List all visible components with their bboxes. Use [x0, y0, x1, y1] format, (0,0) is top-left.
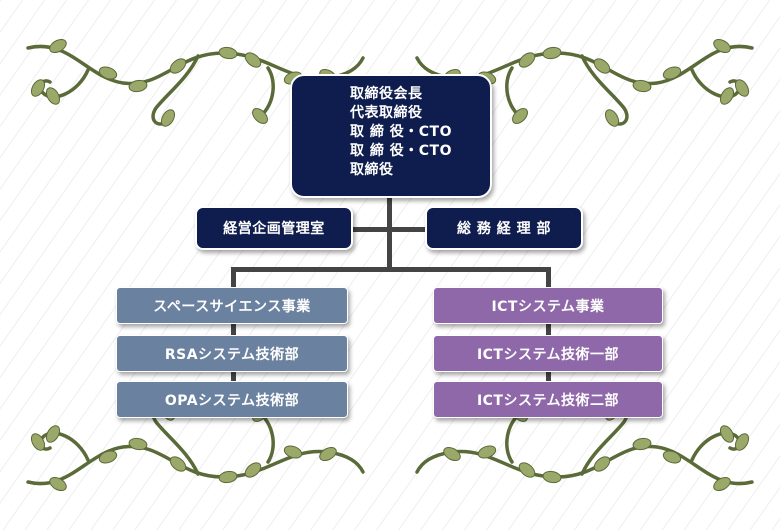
department-label: RSAシステム技術部: [164, 346, 300, 363]
leaf-icon: [719, 425, 735, 443]
leaf-icon: [662, 66, 682, 80]
connector-right-drop: [546, 267, 551, 289]
connector-bus: [231, 267, 551, 272]
leaf-icon: [160, 109, 176, 127]
vine-cluster: [26, 38, 365, 127]
department-box: RSAシステム技術部: [116, 335, 348, 372]
leaf-icon: [518, 52, 536, 68]
leaf-icon: [218, 470, 238, 484]
leaf-icon: [49, 38, 67, 54]
department-label: ICTシステム技術二部: [476, 392, 620, 409]
department-label: ICTシステム技術一部: [476, 346, 620, 363]
leaf-icon: [49, 476, 67, 492]
staff-box-general-affairs: 総 務 経 理 部: [425, 206, 583, 250]
department-box: OPAシステム技術部: [116, 381, 348, 418]
connector-left-drop: [231, 267, 236, 289]
leaf-icon: [713, 476, 731, 492]
staff-label: 経営企画管理室: [223, 221, 325, 237]
leaf-icon: [593, 58, 611, 74]
executive-line: 取締役会長: [350, 86, 423, 102]
leaf-icon: [734, 79, 750, 97]
leaf-icon: [518, 462, 536, 478]
leaf-icon: [218, 46, 238, 60]
leaf-icon: [632, 79, 652, 93]
leaf-icon: [632, 437, 652, 451]
leaf-icon: [542, 46, 562, 60]
leaf-icon: [734, 433, 750, 451]
leaf-icon: [662, 450, 682, 464]
division-head-ict-systems: ICTシステム事業: [433, 287, 663, 324]
division-head-space-science: スペースサイエンス事業: [116, 287, 348, 324]
leaf-icon: [512, 108, 528, 124]
leaf-icon: [719, 87, 735, 105]
executive-line: 取締役: [350, 162, 394, 178]
leaf-icon: [244, 462, 262, 478]
leaf-icon: [169, 456, 187, 472]
department-box: ICTシステム技術二部: [433, 381, 663, 418]
vine-cluster: [415, 403, 754, 492]
leaf-icon: [128, 79, 148, 93]
leaf-icon: [244, 52, 262, 68]
staff-label: 総 務 経 理 部: [457, 221, 551, 237]
leaf-icon: [30, 433, 46, 451]
leaf-icon: [542, 470, 562, 484]
executive-box: 取締役会長 代表取締役 取 締 役・CTO 取 締 役・CTO 取締役: [290, 74, 492, 198]
leaf-icon: [604, 109, 620, 127]
leaf-icon: [45, 425, 61, 443]
executive-line: 代表取締役: [350, 105, 423, 121]
connector-trunk: [387, 196, 392, 270]
executive-line: 取 締 役・CTO: [350, 143, 452, 159]
leaf-icon: [98, 450, 118, 464]
leaf-icon: [98, 66, 118, 80]
department-label: OPAシステム技術部: [164, 392, 300, 409]
staff-box-management-planning: 経営企画管理室: [195, 206, 353, 250]
leaf-icon: [45, 87, 61, 105]
executive-line: 取 締 役・CTO: [350, 124, 452, 140]
leaf-icon: [128, 437, 148, 451]
leaf-icon: [713, 38, 731, 54]
leaf-icon: [252, 108, 268, 124]
leaf-icon: [30, 79, 46, 97]
leaf-icon: [477, 445, 497, 459]
leaf-icon: [319, 446, 337, 462]
division-label: ICTシステム事業: [491, 298, 605, 315]
leaf-icon: [443, 446, 461, 462]
department-box: ICTシステム技術一部: [433, 335, 663, 372]
leaf-icon: [593, 456, 611, 472]
leaf-icon: [169, 58, 187, 74]
division-label: スペースサイエンス事業: [153, 298, 311, 315]
connector-staff: [350, 227, 430, 232]
leaf-icon: [283, 445, 303, 459]
